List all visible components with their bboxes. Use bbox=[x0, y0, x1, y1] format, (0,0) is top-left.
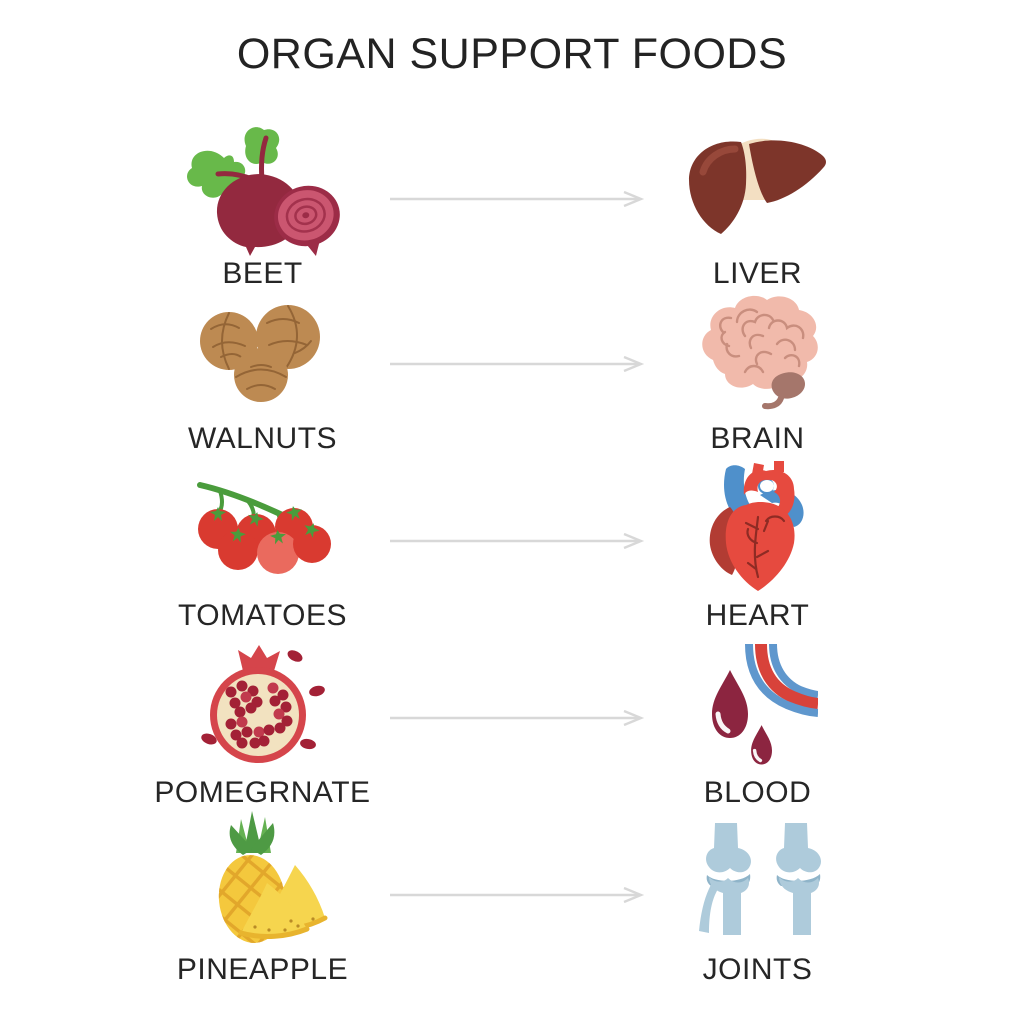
row-walnuts-brain: WALNUTS bbox=[0, 280, 1024, 460]
tomatoes-icon bbox=[197, 482, 331, 574]
walnuts-icon bbox=[200, 304, 320, 402]
food-label: TOMATOES bbox=[177, 599, 348, 632]
food-cell-pineapple: PINEAPPLE bbox=[140, 811, 385, 987]
organ-label: HEART bbox=[705, 599, 810, 632]
organ-label: BLOOD bbox=[703, 776, 812, 809]
right-arrow-icon bbox=[388, 356, 646, 372]
organ-cell-joints: JOINTS bbox=[635, 811, 880, 987]
row-tomatoes-heart: TOMATOES bbox=[0, 457, 1024, 637]
page-title: ORGAN SUPPORT FOODS bbox=[236, 30, 788, 78]
food-label: WALNUTS bbox=[187, 422, 338, 455]
joints-icon bbox=[698, 823, 821, 935]
right-arrow-icon bbox=[388, 191, 646, 207]
organ-label: JOINTS bbox=[702, 953, 813, 986]
row-beet-liver: BEET LIVER bbox=[0, 115, 1024, 295]
organ-icon-box bbox=[635, 811, 880, 953]
beet-icon bbox=[187, 127, 340, 256]
food-icon-box bbox=[140, 115, 385, 257]
row-pineapple-joints: PINEAPPLE bbox=[0, 811, 1024, 991]
blood-icon bbox=[711, 644, 818, 765]
right-arrow-icon bbox=[388, 887, 646, 903]
food-icon-box bbox=[140, 280, 385, 422]
food-icon-box bbox=[140, 634, 385, 776]
food-icon-box bbox=[140, 811, 385, 953]
pomegranate-icon bbox=[201, 644, 325, 763]
brain-icon bbox=[701, 295, 818, 410]
organ-icon-box bbox=[635, 115, 880, 257]
organ-cell-heart: HEART bbox=[635, 457, 880, 633]
food-label: BEET bbox=[222, 257, 303, 290]
organ-label: LIVER bbox=[712, 257, 803, 290]
food-cell-beet: BEET bbox=[140, 115, 385, 291]
organ-cell-brain: BRAIN bbox=[635, 280, 880, 456]
food-cell-walnuts: WALNUTS bbox=[140, 280, 385, 456]
food-icon-box bbox=[140, 457, 385, 599]
organ-cell-blood: BLOOD bbox=[635, 634, 880, 810]
organ-cell-liver: LIVER bbox=[635, 115, 880, 291]
organ-icon-box bbox=[635, 457, 880, 599]
pineapple-icon bbox=[214, 811, 328, 947]
organ-icon-box bbox=[635, 634, 880, 776]
row-pomegranate-blood: POMEGRNATE bbox=[0, 634, 1024, 814]
heart-icon bbox=[709, 461, 804, 591]
food-label: PINEAPPLE bbox=[176, 953, 349, 986]
food-cell-pomegranate: POMEGRNATE bbox=[140, 634, 385, 810]
liver-icon bbox=[688, 138, 826, 234]
food-label: POMEGRNATE bbox=[154, 776, 371, 809]
right-arrow-icon bbox=[388, 533, 646, 549]
organ-icon-box bbox=[635, 280, 880, 422]
food-cell-tomatoes: TOMATOES bbox=[140, 457, 385, 633]
organ-label: BRAIN bbox=[710, 422, 805, 455]
right-arrow-icon bbox=[388, 710, 646, 726]
